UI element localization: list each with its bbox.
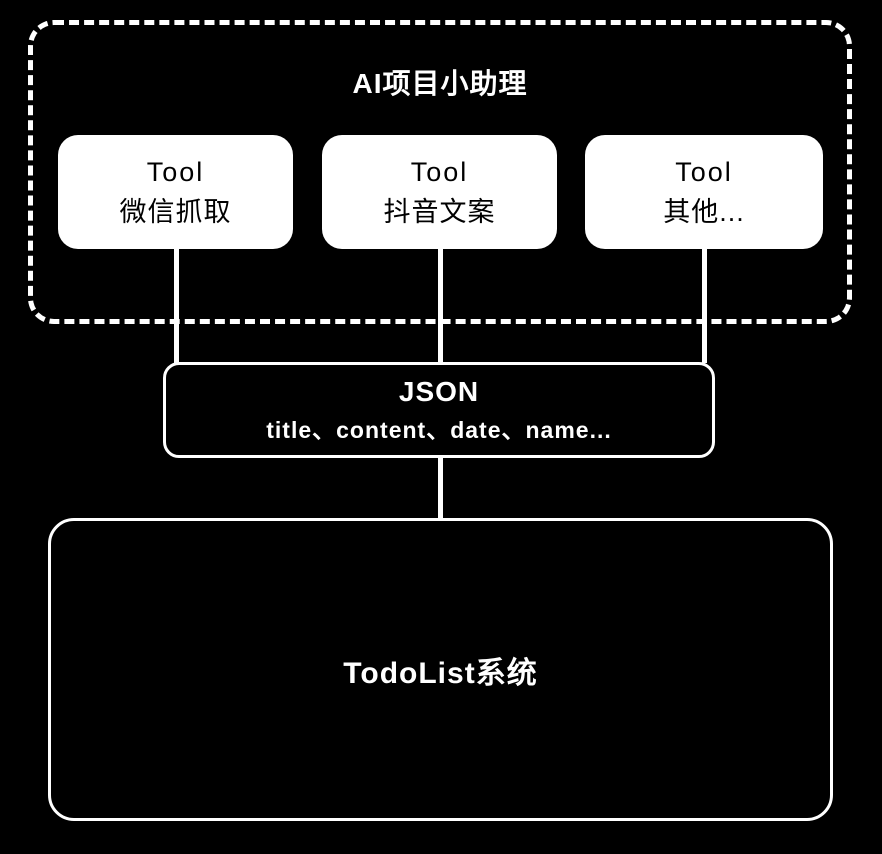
tool-other-sublabel: 其他... [663,197,745,227]
node-tool-douyin: Tool 抖音文案 [322,135,557,249]
node-todolist: TodoList系统 [48,518,833,821]
tool-wechat-label: Tool [146,157,205,187]
tool-wechat-sublabel: 微信抓取 [119,197,232,227]
connector-tool-douyin-to-json [438,249,443,363]
agent-group-title: AI项目小助理 [352,68,528,99]
tool-douyin-label: Tool [410,157,469,187]
json-node-title: JSON [398,376,480,407]
tool-other-label: Tool [675,157,733,187]
node-json: JSON title、content、date、name... [163,362,715,458]
todolist-node-title: TodoList系统 [343,656,538,690]
connector-tool-wechat-to-json [174,249,179,363]
node-tool-wechat: Tool 微信抓取 [58,135,293,249]
connector-tool-other-to-json [702,249,707,363]
json-node-fields: title、content、date、name... [266,417,612,443]
connector-json-to-todolist [438,458,443,520]
tool-douyin-sublabel: 抖音文案 [383,197,496,227]
node-tool-other: Tool 其他... [585,135,823,249]
